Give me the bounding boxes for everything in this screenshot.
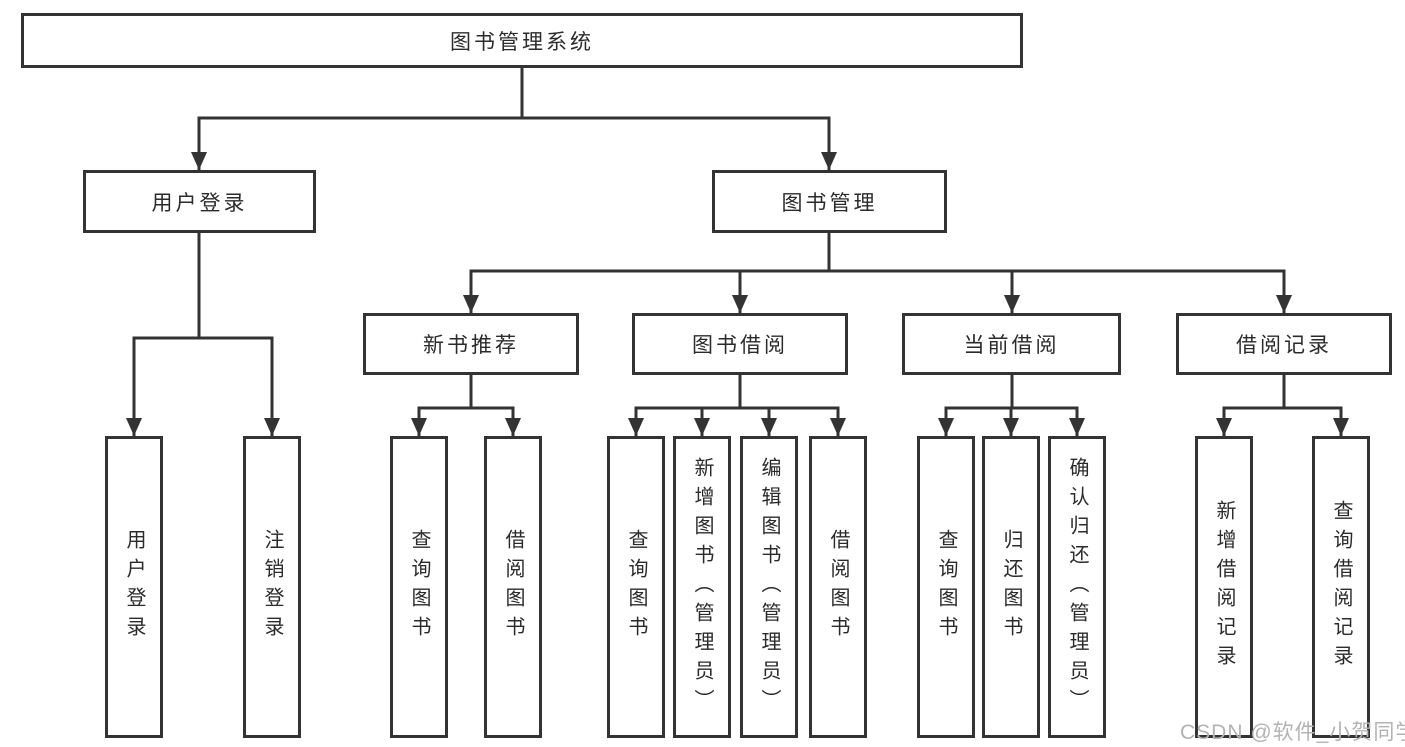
connector-user-login xyxy=(126,233,280,436)
leaf-current-query-label: 查询图书 xyxy=(935,529,957,645)
node-borrow-records: 借阅记录 xyxy=(1176,313,1392,375)
leaf-logout: 注销登录 xyxy=(243,436,301,738)
connector-book-borrow xyxy=(628,375,846,436)
leaf-current-return-label: 归还图书 xyxy=(1000,529,1022,645)
leaf-borrow-query-label: 查询图书 xyxy=(625,529,647,645)
node-book-mgmt-label: 图书管理 xyxy=(781,191,878,215)
leaf-borrow-edit-label: 编辑图书（管理员） xyxy=(758,456,780,718)
leaf-borrow-edit: 编辑图书（管理员） xyxy=(740,436,798,738)
leaf-current-query: 查询图书 xyxy=(917,436,975,738)
node-root-label: 图书管理系统 xyxy=(450,30,594,54)
leaf-newbooks-borrow-label: 借阅图书 xyxy=(502,529,524,645)
leaf-records-query-label: 查询借阅记录 xyxy=(1330,500,1352,674)
leaf-records-add-label: 新增借阅记录 xyxy=(1213,500,1235,674)
leaf-logout-label: 注销登录 xyxy=(261,529,283,645)
node-borrow-records-label: 借阅记录 xyxy=(1236,334,1332,357)
leaf-user-login-label: 用户登录 xyxy=(123,529,145,645)
connector-borrow-records xyxy=(1216,375,1349,436)
node-root: 图书管理系统 xyxy=(21,13,1023,68)
leaf-borrow-add-label: 新增图书（管理员） xyxy=(691,456,713,718)
node-new-books-label: 新书推荐 xyxy=(423,334,519,357)
node-current-borrow-label: 当前借阅 xyxy=(963,334,1060,357)
leaf-newbooks-borrow: 借阅图书 xyxy=(484,436,542,738)
leaf-newbooks-query: 查询图书 xyxy=(390,436,448,738)
leaf-current-return: 归还图书 xyxy=(982,436,1040,738)
leaf-current-confirm-label: 确认归还（管理员） xyxy=(1066,456,1088,718)
csdn-watermark: CSDN @软件_小贺同学 xyxy=(1180,721,1405,744)
node-user-login-label: 用户登录 xyxy=(151,191,248,215)
leaf-current-confirm: 确认归还（管理员） xyxy=(1048,436,1106,738)
connector-book-mgmt xyxy=(463,233,1292,313)
connector-root xyxy=(191,68,837,170)
connector-current-borrow xyxy=(938,375,1085,436)
node-book-borrow-label: 图书借阅 xyxy=(692,334,788,357)
leaf-borrow-add: 新增图书（管理员） xyxy=(673,436,731,738)
connector-new-books xyxy=(411,375,521,436)
node-book-mgmt: 图书管理 xyxy=(712,170,947,233)
leaf-borrow-borrow-label: 借阅图书 xyxy=(827,529,849,645)
leaf-borrow-query: 查询图书 xyxy=(607,436,665,738)
node-current-borrow: 当前借阅 xyxy=(902,313,1121,375)
leaf-records-add: 新增借阅记录 xyxy=(1195,436,1253,738)
leaf-records-query: 查询借阅记录 xyxy=(1312,436,1370,738)
node-user-login: 用户登录 xyxy=(83,170,316,233)
leaf-newbooks-query-label: 查询图书 xyxy=(408,529,430,645)
leaf-user-login: 用户登录 xyxy=(105,436,163,738)
leaf-borrow-borrow: 借阅图书 xyxy=(809,436,867,738)
node-book-borrow: 图书借阅 xyxy=(632,313,848,375)
node-new-books: 新书推荐 xyxy=(363,313,579,375)
